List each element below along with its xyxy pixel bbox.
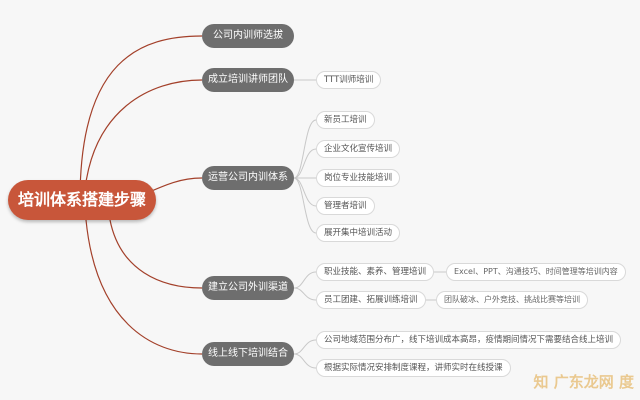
leaf-online-reason: 公司地域范围分布广，线下培训成本高昂，疫情期间情况下需要结合线上培训 <box>316 331 622 349</box>
connector-operate-leaf-5 <box>293 177 317 234</box>
leaf-manager: 管理者培训 <box>316 197 375 215</box>
leaf-team-building: 员工团建、拓展训练培训 <box>316 291 426 309</box>
leaf-culture: 企业文化宣传培训 <box>316 140 401 158</box>
branch-online-offline: 线上线下培训结合 <box>202 342 294 366</box>
connector-root-branch-2 <box>83 79 203 201</box>
connector-root-branch-1 <box>79 35 203 201</box>
branch-external-channels: 建立公司外训渠道 <box>202 276 294 300</box>
connector-external-leaf-1 <box>293 271 317 289</box>
connector-operate-leaf-4 <box>293 177 317 207</box>
leaf-job-skills: 岗位专业技能培训 <box>316 169 401 187</box>
leaf-professional-skills: 职业技能、素养、管理培训 <box>316 263 435 281</box>
connector-operate-leaf-2 <box>293 148 317 179</box>
connector-operate-leaf-1 <box>293 119 317 179</box>
branch-trainer-selection: 公司内训师选拔 <box>202 24 294 48</box>
connector-root-branch-4 <box>109 219 203 289</box>
connector-external-leaf-2 <box>293 287 317 301</box>
connector-root-branch-5 <box>85 219 203 355</box>
subleaf-skills-content: Excel、PPT、沟通技巧、时间管理等培训内容 <box>446 263 626 281</box>
connector-online-leaf-1 <box>293 339 317 355</box>
root-node: 培训体系搭建步骤 <box>8 180 156 220</box>
subleaf-teambuilding-content: 团队破冰、户外竞技、挑战比赛等培训 <box>436 291 588 309</box>
leaf-group-activity: 展开集中培训活动 <box>316 224 401 242</box>
leaf-ttt-training: TTT训师培训 <box>316 71 382 89</box>
connector-online-leaf-2 <box>293 353 317 369</box>
watermark: 知 广东龙网 度 <box>533 373 634 391</box>
branch-operate-training-system: 运营公司内训体系 <box>202 166 294 190</box>
branch-trainer-team: 成立培训讲师团队 <box>202 68 294 92</box>
leaf-online-arrangement: 根据实际情况安排制度课程，讲师实时在线授课 <box>316 359 511 377</box>
leaf-new-employee: 新员工培训 <box>316 111 375 129</box>
